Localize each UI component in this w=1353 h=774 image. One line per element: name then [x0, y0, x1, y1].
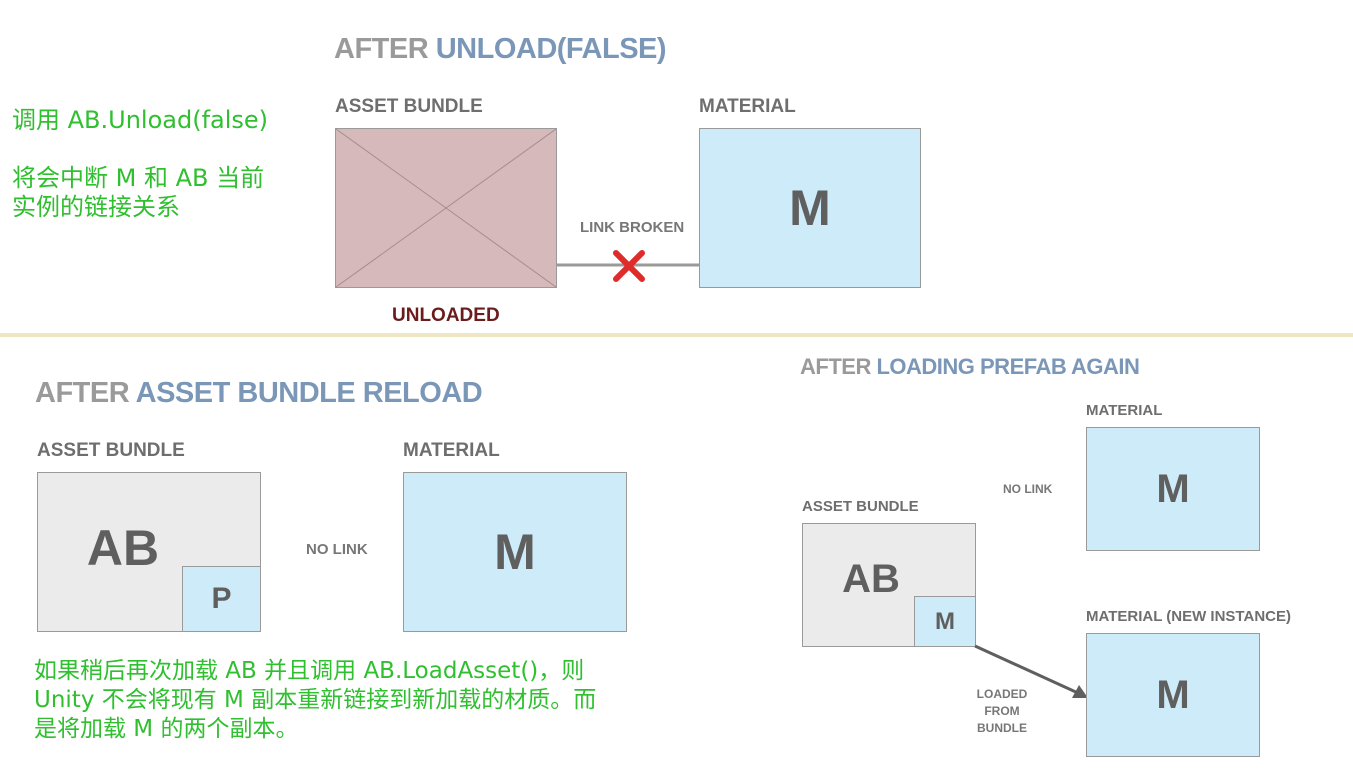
bottom-right-old-material-letter: M — [1156, 466, 1190, 511]
bottom-note-line-3: 是将加载 M 的两个副本。 — [34, 716, 299, 742]
top-section-title: AFTER UNLOAD(FALSE) — [334, 33, 667, 66]
loaded-from-bundle-label: LOADED FROM BUNDLE — [976, 687, 1028, 735]
bottom-right-title-highlight: LOADING PREFAB AGAIN — [876, 354, 1140, 379]
empty-placeholder-cross-icon — [336, 129, 556, 287]
bottom-left-material-box: M — [403, 472, 627, 632]
top-material-box: M — [699, 128, 921, 288]
reloaded-ab-letters: AB — [86, 520, 160, 576]
bottom-left-no-link-label: NO LINK — [306, 541, 368, 558]
bottom-left-title-prefix: AFTER — [35, 377, 136, 409]
top-asset-bundle-label: ASSET BUNDLE — [335, 96, 483, 117]
top-title-highlight: UNLOAD(FALSE) — [435, 33, 667, 65]
bottom-right-no-link-label: NO LINK — [1003, 482, 1053, 496]
broken-link-x-icon — [613, 250, 645, 282]
section-divider — [0, 333, 1353, 337]
bottom-left-title-highlight: ASSET BUNDLE RELOAD — [135, 377, 483, 409]
bottom-left-section-title: AFTER ASSET BUNDLE RELOAD — [35, 377, 483, 410]
bottom-right-old-material-box: M — [1086, 427, 1260, 551]
bottom-right-ab-letters: AB — [842, 556, 900, 601]
bottom-right-material-label: MATERIAL — [1086, 402, 1163, 419]
bottom-left-asset-bundle-label: ASSET BUNDLE — [37, 440, 185, 461]
top-note-line-1: 调用 AB.Unload(false) — [12, 106, 269, 134]
loaded-from-bundle-arrow — [974, 644, 1088, 698]
arrow-head-icon — [1072, 685, 1088, 698]
top-link-broken-label: LINK BROKEN — [580, 219, 685, 236]
bottom-note-line-2: Unity 不会将现有 M 副本重新链接到新加载的材质。而 — [34, 687, 597, 713]
top-material-letter: M — [789, 180, 831, 236]
bottom-left-material-label: MATERIAL — [403, 440, 500, 461]
bottom-right-new-material-letter: M — [1156, 672, 1190, 717]
top-note-line-2: 将会中断 M 和 AB 当前 — [12, 164, 265, 192]
bottom-left-material-letter: M — [494, 524, 536, 580]
prefab-letter: P — [211, 582, 232, 615]
bottom-right-new-material-box: M — [1086, 633, 1260, 757]
prefab-box: P — [182, 566, 261, 632]
bottom-right-asset-bundle-label: ASSET BUNDLE — [802, 498, 919, 515]
bottom-right-inner-material-letter: M — [935, 607, 955, 635]
top-material-label: MATERIAL — [699, 96, 796, 117]
top-note-line-3: 实例的链接关系 — [12, 193, 180, 221]
top-title-prefix: AFTER — [334, 33, 436, 65]
unloaded-asset-bundle-box — [335, 128, 557, 288]
bottom-right-asset-bundle-box: AB M — [802, 523, 976, 647]
reloaded-asset-bundle-box: AB P — [37, 472, 261, 632]
bottom-right-section-title: AFTER LOADING PREFAB AGAIN — [800, 354, 1140, 380]
bottom-right-new-material-label: MATERIAL (NEW INSTANCE) — [1086, 608, 1291, 625]
bottom-note-line-1: 如果稍后再次加载 AB 并且调用 AB.LoadAsset()，则 — [34, 658, 585, 684]
bottom-right-inner-material-box: M — [914, 596, 976, 647]
bottom-right-title-prefix: AFTER — [800, 354, 877, 379]
unloaded-status-label: UNLOADED — [392, 305, 500, 326]
